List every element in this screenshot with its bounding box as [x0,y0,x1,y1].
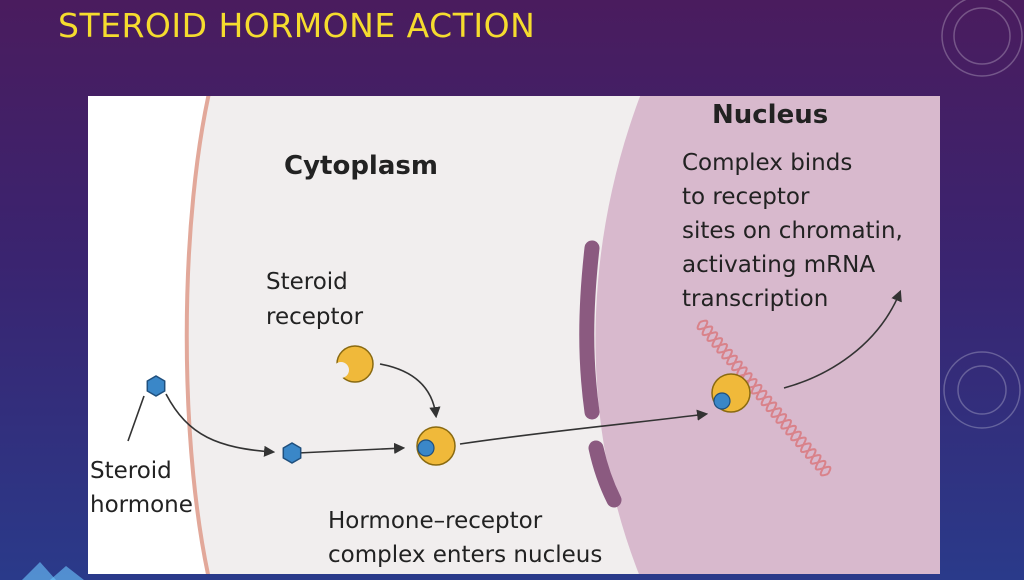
hormone-receptor-complex-caption: Hormone–receptor complex enters nucleus [328,508,602,568]
logo-emblem-icon [22,562,84,580]
nucleus-region [595,96,940,574]
chromatin-helix [696,319,832,477]
svg-text:Steroid: Steroid [90,458,172,484]
nucleus-label: Nucleus [712,100,828,130]
hormone-label-leader [127,395,145,442]
svg-text:receptor: receptor [266,304,364,330]
svg-text:Steroid: Steroid [266,269,348,295]
cytoplasm-label: Cytoplasm [284,151,438,181]
steroid-hormone-icon [146,375,166,397]
decorative-ring [943,351,1021,429]
slide-title: STEROID HORMONE ACTION [58,6,536,45]
svg-text:complex enters nucleus: complex enters nucleus [328,542,602,568]
svg-text:Complex binds: Complex binds [682,150,852,176]
arrow-receptor-to-complex [379,363,441,419]
decorative-ring [941,0,1023,77]
svg-text:transcription: transcription [682,286,828,312]
bound-complex-icon [711,373,751,413]
steroid-hormone-icon [282,442,302,464]
decorative-ring [953,7,1011,65]
steroid-receptor-label: Steroid receptor [266,269,364,330]
arrow-hormone-enters-cell [165,393,276,457]
svg-text:hormone: hormone [90,492,193,518]
nuclear-envelope-upper [579,240,600,420]
steroid-hormone-label: Steroid hormone [90,458,193,518]
steroid-hormone-diagram: Nucleus Cytoplasm Complex binds to recep… [88,96,940,574]
svg-text:Hormone–receptor: Hormone–receptor [328,508,543,534]
complex-binds-caption: Complex binds to receptor sites on chrom… [682,150,903,312]
svg-text:to receptor: to receptor [682,184,810,210]
cell-membrane [184,96,211,574]
nuclear-envelope-lower [588,440,622,508]
hormone-receptor-complex-icon [416,426,456,466]
arrows [127,289,902,457]
decorative-ring [957,365,1007,415]
arrow-transcription [783,289,902,389]
arrow-complex-to-nucleus [459,409,709,445]
arrow-hormone-to-receptor [297,442,406,455]
svg-text:activating mRNA: activating mRNA [682,252,875,278]
steroid-receptor-icon [333,345,374,383]
svg-text:sites on chromatin,: sites on chromatin, [682,218,903,244]
